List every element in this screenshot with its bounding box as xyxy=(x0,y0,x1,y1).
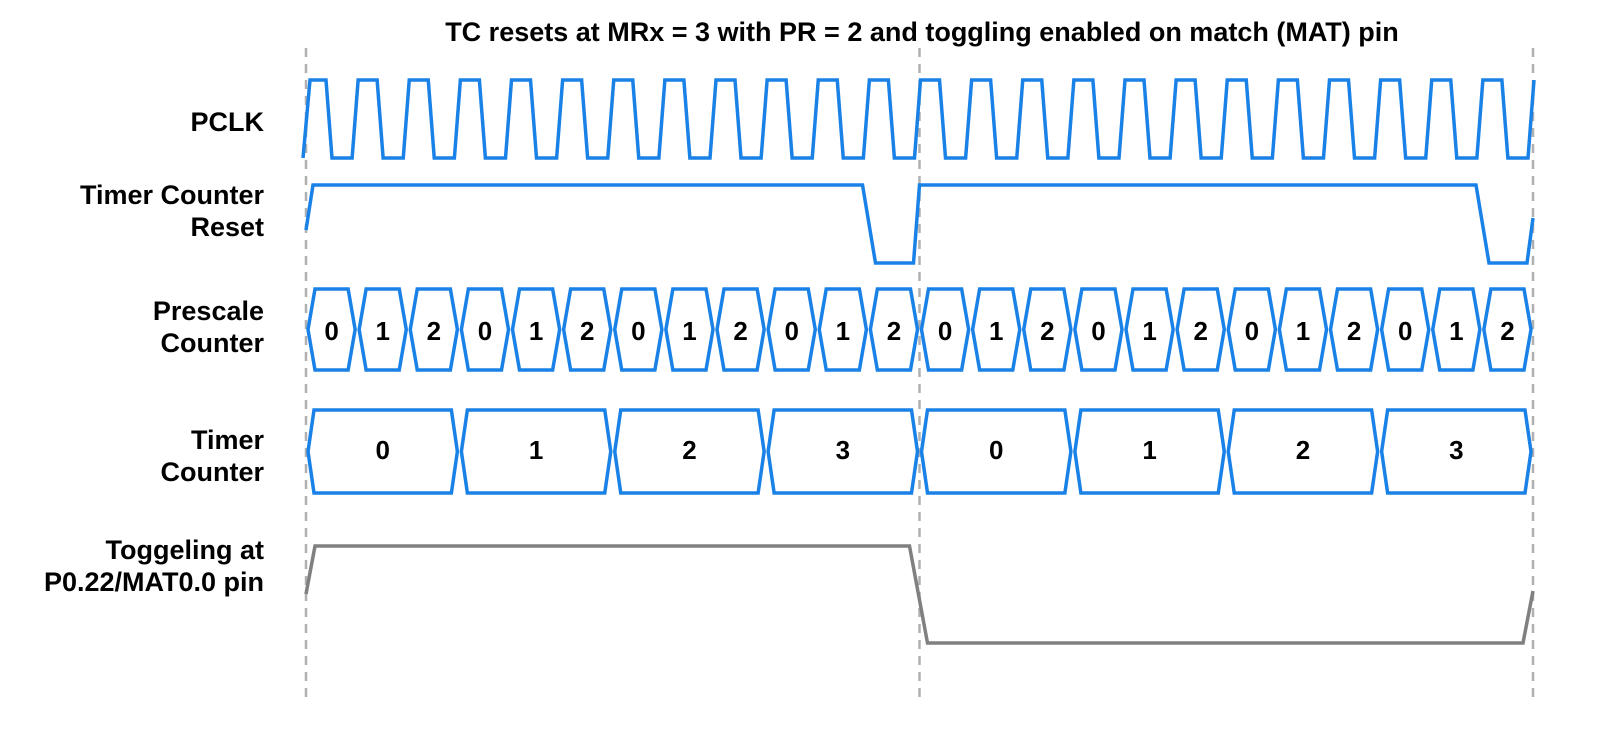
prescale-counter-value: 2 xyxy=(1347,316,1361,346)
prescale-counter-segment xyxy=(612,287,664,372)
prescale-counter-value: 1 xyxy=(1142,316,1156,346)
timer-counter-bus: 0 1 2 3 0 1 2 3 xyxy=(306,408,1533,495)
tc-reset-label-line-2: Reset xyxy=(190,212,264,242)
timer-counter-value: 3 xyxy=(836,435,850,465)
prescale-counter-segment xyxy=(1021,287,1073,372)
toggle-label-line-2: P0.22/MAT0.0 pin xyxy=(43,567,264,597)
toggle-waveform xyxy=(304,544,1535,645)
prescale-counter-segment xyxy=(664,287,715,372)
prescale-counter-segment xyxy=(1073,287,1124,372)
prescale-counter-value: 1 xyxy=(1296,316,1310,346)
timer-counter-label-line-1: Timer xyxy=(190,425,264,455)
tc-reset-waveform xyxy=(304,183,1535,265)
prescale-label: Prescale Counter xyxy=(153,295,264,359)
prescale-counter-value: 1 xyxy=(836,316,850,346)
prescale-counter-value: 0 xyxy=(478,316,492,346)
pclk-label: PCLK xyxy=(191,106,265,138)
prescale-counter-segment xyxy=(459,287,511,372)
timer-counter-value: 1 xyxy=(1142,435,1156,465)
prescale-counter-value: 1 xyxy=(1449,316,1463,346)
prescale-counter-value: 2 xyxy=(733,316,747,346)
prescale-counter-value: 0 xyxy=(938,316,952,346)
prescale-counter-value: 0 xyxy=(1245,316,1259,346)
timer-counter-label: Timer Counter xyxy=(161,424,265,488)
cycle-markers xyxy=(304,48,1535,700)
prescale-label-line-2: Counter xyxy=(160,328,265,358)
prescale-counter-value: 0 xyxy=(1091,316,1105,346)
diagram-title: TC resets at MRx = 3 with PR = 2 and tog… xyxy=(445,17,1399,47)
prescale-counter-segment xyxy=(408,287,460,372)
prescale-counter-value: 2 xyxy=(1040,316,1054,346)
prescale-counter-value: 1 xyxy=(989,316,1003,346)
prescale-counter-segment xyxy=(715,287,766,372)
tc-reset-label: Timer Counter Reset xyxy=(80,179,264,243)
timer-counter-segment xyxy=(1379,408,1533,495)
prescale-counter-segment xyxy=(817,287,869,372)
prescale-counter-value: 2 xyxy=(1193,316,1207,346)
prescale-counter-segment xyxy=(766,287,818,372)
prescale-counter-value: 2 xyxy=(427,316,441,346)
prescale-counter-value: 0 xyxy=(1398,316,1412,346)
toggle-label: Toggeling at P0.22/MAT0.0 pin xyxy=(44,534,264,598)
prescale-counter-segment xyxy=(1175,287,1227,372)
timer-counter-segment xyxy=(1073,408,1227,495)
timer-counter-segment xyxy=(306,408,460,495)
timer-counter-segment xyxy=(612,408,766,495)
prescale-counter-value: 0 xyxy=(784,316,798,346)
prescale-counter-value: 2 xyxy=(887,316,901,346)
timer-counter-label-line-2: Counter xyxy=(160,457,265,487)
prescale-counter-bus: 0 1 2 0 1 2 0 1 2 0 1 2 0 1 2 0 1 2 0 1 2 0 1 2 xyxy=(306,287,1533,372)
timer-counter-value: 2 xyxy=(1296,435,1310,465)
prescale-counter-value: 1 xyxy=(375,316,389,346)
pclk-label-line-1: PCLK xyxy=(190,107,265,137)
prescale-counter-value: 2 xyxy=(1500,316,1514,346)
prescale-counter-segment xyxy=(306,287,357,372)
prescale-counter-value: 2 xyxy=(580,316,594,346)
prescale-counter-value: 1 xyxy=(682,316,696,346)
timer-counter-value: 2 xyxy=(682,435,696,465)
prescale-counter-segment xyxy=(919,287,971,372)
prescale-counter-value: 1 xyxy=(529,316,543,346)
pclk-waveform xyxy=(301,78,1536,160)
timer-counter-value: 0 xyxy=(989,435,1003,465)
prescale-counter-value: 0 xyxy=(324,316,338,346)
prescale-counter-segment xyxy=(970,287,1022,372)
prescale-counter-segment xyxy=(1328,287,1380,372)
timer-counter-segment xyxy=(766,408,920,495)
toggle-label-line-1: Toggeling at xyxy=(105,535,264,565)
timer-counter-value: 3 xyxy=(1449,435,1463,465)
timer-counter-segment xyxy=(919,408,1073,495)
prescale-counter-segment xyxy=(868,287,920,372)
prescale-counter-segment xyxy=(1430,287,1482,372)
timer-counter-value: 0 xyxy=(375,435,389,465)
prescale-counter-segment xyxy=(1379,287,1431,372)
prescale-counter-segment xyxy=(1226,287,1278,372)
prescale-label-line-1: Prescale xyxy=(152,296,264,326)
prescale-counter-segment xyxy=(1277,287,1329,372)
prescale-counter-segment xyxy=(1124,287,1175,372)
tc-reset-label-line-1: Timer Counter xyxy=(79,180,264,210)
timer-counter-segment xyxy=(1226,408,1380,495)
timer-counter-segment xyxy=(459,408,613,495)
prescale-counter-segment xyxy=(561,287,613,372)
prescale-counter-segment xyxy=(357,287,409,372)
prescale-counter-value: 0 xyxy=(631,316,645,346)
timer-counter-value: 1 xyxy=(529,435,543,465)
prescale-counter-segment xyxy=(510,287,562,372)
prescale-counter-segment xyxy=(1482,287,1533,372)
